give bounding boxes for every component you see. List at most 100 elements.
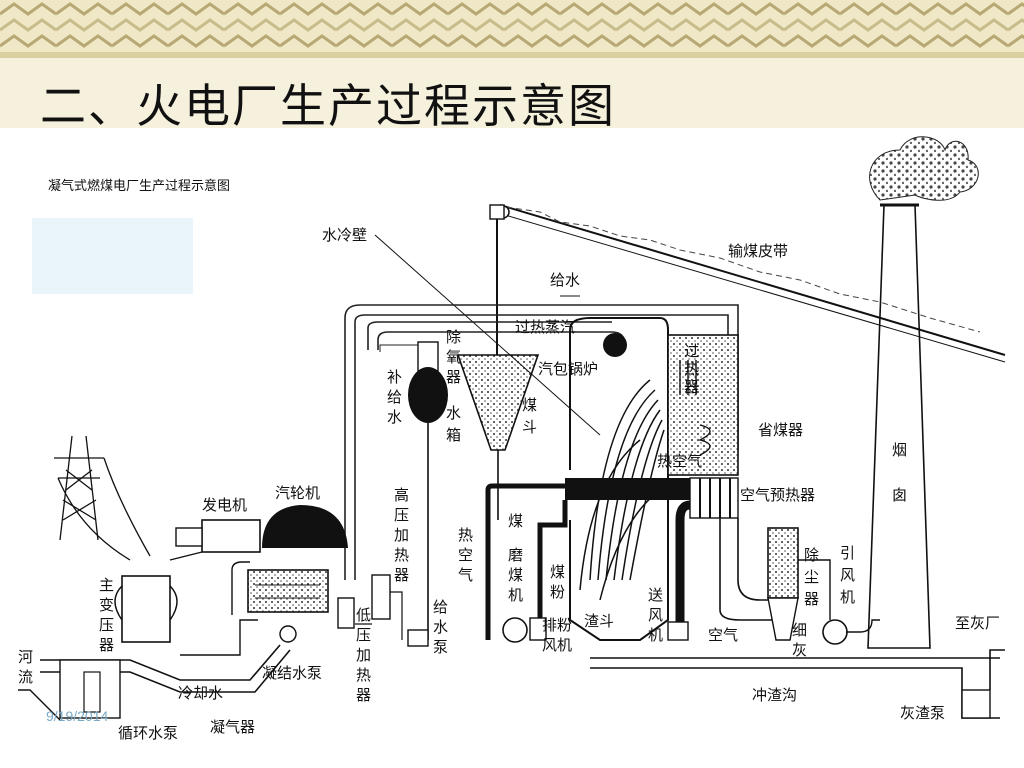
dust-collector (767, 527, 880, 645)
title-banner: 二、火电厂生产过程示意图 (0, 0, 1024, 128)
label-dust-collector-3: 器 (804, 590, 819, 608)
label-water-tank-2: 箱 (446, 426, 461, 444)
label-induced-fan-3: 机 (840, 588, 855, 606)
label-makeup-water-3: 水 (387, 408, 402, 426)
label-main-transformer-4: 器 (99, 636, 114, 654)
label-condensate-pump: 凝结水泵 (262, 664, 322, 682)
label-fine-ash-2: 灰 (792, 641, 807, 659)
hot-air-duct (485, 478, 691, 640)
label-superheater-2: 热 (684, 360, 699, 378)
label-hp-heater-1: 高 (394, 486, 409, 504)
label-superheater-3: 器 (684, 378, 699, 396)
slag-channel (590, 649, 1005, 719)
label-powder-fan-2: 风机 (542, 636, 572, 654)
label-feed-pump-1: 给 (433, 598, 448, 616)
heaters (337, 574, 429, 647)
label-lp-heater-1: 低 (356, 606, 371, 624)
label-feed-pump-2: 水 (433, 618, 448, 636)
flue-pass (667, 334, 780, 621)
coal-hopper (456, 204, 540, 520)
label-coal-belt: 输煤皮带 (728, 242, 788, 260)
label-dust-collector-2: 尘 (804, 568, 819, 586)
slide-date: 9/19/2014 (46, 708, 109, 724)
label-forced-fan-2: 风 (648, 606, 663, 624)
label-water-wall: 水冷壁 (322, 226, 367, 244)
mill-and-fans (502, 617, 689, 643)
label-lp-heater-5: 器 (356, 686, 371, 704)
label-hot-air-left-2: 空 (458, 546, 473, 564)
label-lp-heater-4: 热 (356, 666, 371, 684)
label-chimney-2: 囱 (892, 486, 907, 504)
label-river-1: 河 (18, 648, 33, 666)
label-economizer: 省煤器 (758, 421, 803, 439)
label-coal-powder-2: 粉 (550, 583, 565, 601)
chimney (867, 203, 931, 649)
smoke-cloud (869, 136, 979, 201)
label-deaerator-2: 氧 (446, 348, 461, 366)
label-feed-pump-3: 泵 (433, 638, 448, 656)
label-forced-fan-1: 送 (648, 586, 663, 604)
label-hot-air-left-1: 热 (458, 526, 473, 544)
label-river-2: 流 (18, 668, 33, 686)
label-ash-pump: 灰渣泵 (900, 704, 945, 722)
label-main-transformer-1: 主 (99, 576, 114, 594)
turbine (247, 505, 348, 613)
label-dust-collector-1: 除 (804, 546, 819, 564)
label-slag-hopper: 渣斗 (584, 612, 614, 630)
label-mill-1: 磨 (508, 546, 523, 564)
deaerator (408, 341, 448, 640)
label-makeup-water-2: 给 (387, 388, 402, 406)
coal-belt (496, 204, 1006, 363)
banner-pattern (0, 0, 1024, 58)
label-air: 空气 (708, 626, 738, 644)
label-hot-air-top: 热空气 (657, 452, 702, 470)
generator (169, 519, 261, 561)
label-induced-fan-1: 引 (840, 544, 855, 562)
drum-boiler (569, 317, 669, 641)
label-feed-water: 给水 (550, 271, 580, 289)
label-deaerator-1: 除 (446, 328, 461, 346)
label-hot-air-left-3: 气 (458, 566, 473, 584)
label-coal-powder-1: 煤 (550, 563, 565, 581)
label-cooling-water: 冷却水 (178, 684, 223, 702)
label-superheated-steam: 过热蒸汽 (515, 318, 575, 336)
label-coal-hopper-1: 煤 (522, 396, 537, 414)
label-lp-heater-2: 压 (356, 626, 371, 644)
label-turbine: 汽轮机 (275, 484, 320, 502)
label-coal-hopper-2: 斗 (522, 418, 537, 436)
transmission-tower (54, 435, 151, 561)
label-hp-heater-2: 压 (394, 506, 409, 524)
condenser-system (18, 561, 297, 721)
label-mill-2: 煤 (508, 566, 523, 584)
label-main-transformer-2: 变 (99, 596, 114, 614)
label-makeup-water-1: 补 (387, 368, 402, 386)
diagram-caption: 凝气式燃煤电厂生产过程示意图 (48, 178, 230, 194)
label-to-ash-yard: 至灰厂 (955, 614, 1000, 632)
label-fine-ash-1: 细 (792, 621, 807, 639)
label-deaerator-3: 器 (446, 368, 461, 386)
label-hp-heater-3: 加 (394, 526, 409, 544)
label-generator: 发电机 (202, 496, 247, 514)
main-transformer (114, 575, 178, 643)
label-mill-3: 机 (508, 586, 523, 604)
label-air-preheater: 空气预热器 (740, 486, 815, 504)
label-lp-heater-3: 加 (356, 646, 371, 664)
power-plant-diagram: 凝气式燃煤电厂生产过程示意图 烟 囱 输煤皮带 煤 斗 水冷壁 给水 过热蒸 (18, 136, 1006, 742)
label-water-tank-1: 水 (446, 404, 461, 422)
label-condenser: 凝气器 (210, 718, 255, 736)
label-chimney-1: 烟 (892, 441, 907, 459)
label-main-transformer-3: 压 (99, 616, 114, 634)
label-hp-heater-4: 热 (394, 546, 409, 564)
label-coal: 煤 (508, 512, 523, 530)
label-hp-heater-5: 器 (394, 566, 409, 584)
label-induced-fan-2: 风 (840, 566, 855, 584)
label-circ-pump: 循环水泵 (118, 724, 178, 742)
blank-overlay-box (32, 218, 193, 294)
feed-water-pipes (344, 295, 739, 580)
label-forced-fan-3: 机 (648, 626, 663, 644)
label-superheater-1: 过 (684, 342, 699, 360)
label-drum-boiler: 汽包锅炉 (538, 360, 598, 378)
label-slag-channel: 冲渣沟 (752, 686, 797, 704)
label-powder-fan-1: 排粉 (542, 616, 572, 634)
slide-title: 二、火电厂生产过程示意图 (40, 79, 616, 128)
